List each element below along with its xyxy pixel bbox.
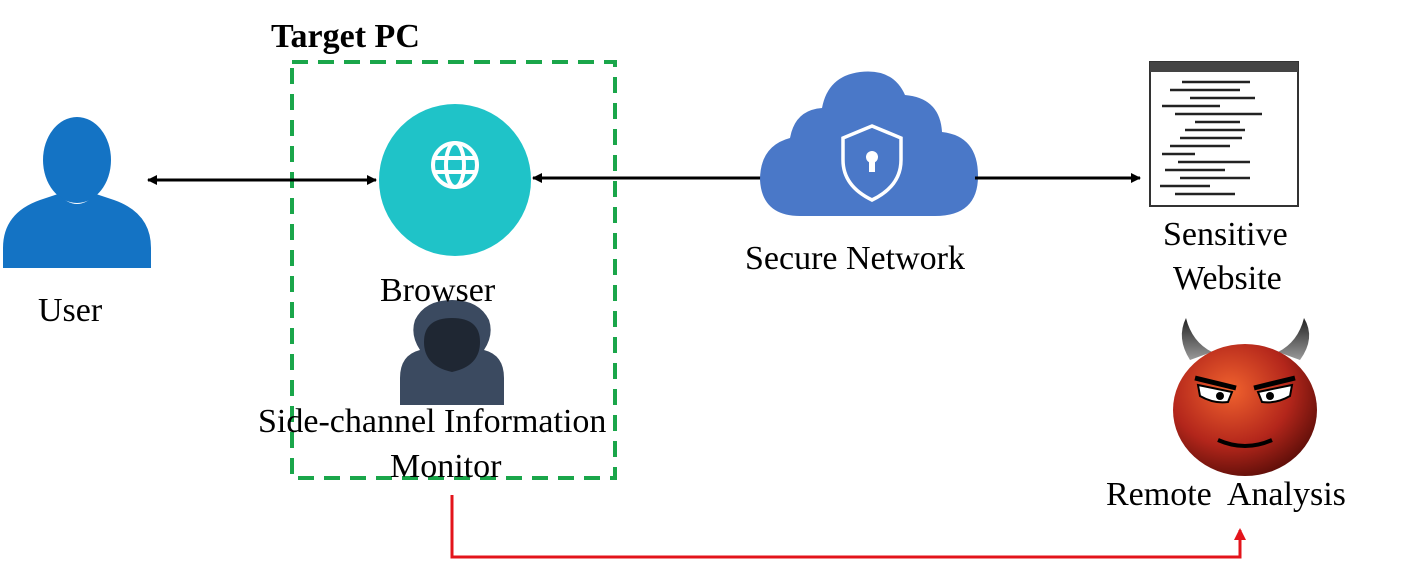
webpage-icon: [1149, 61, 1299, 207]
analysis-label: Remote Analysis: [1106, 476, 1346, 513]
monitor-label-line2: Monitor: [390, 448, 502, 485]
globe-icon: [431, 141, 479, 189]
browser-node: [379, 104, 531, 256]
hacker-icon: [400, 300, 504, 405]
cloud-shield-icon: [760, 71, 978, 216]
website-label-line2: Website: [1173, 260, 1282, 297]
network-label: Secure Network: [745, 240, 965, 277]
user-label: User: [38, 292, 103, 329]
target-pc-title: Target PC: [271, 18, 420, 55]
browser-label: Browser: [380, 272, 496, 309]
user-icon: [3, 117, 151, 268]
devil-icon: [1173, 318, 1317, 476]
monitor-label-line1: Side-channel Information: [258, 403, 607, 440]
website-label-line1: Sensitive: [1163, 216, 1288, 253]
target-pc-box: [290, 60, 617, 480]
leak-arrow: [450, 495, 1246, 559]
